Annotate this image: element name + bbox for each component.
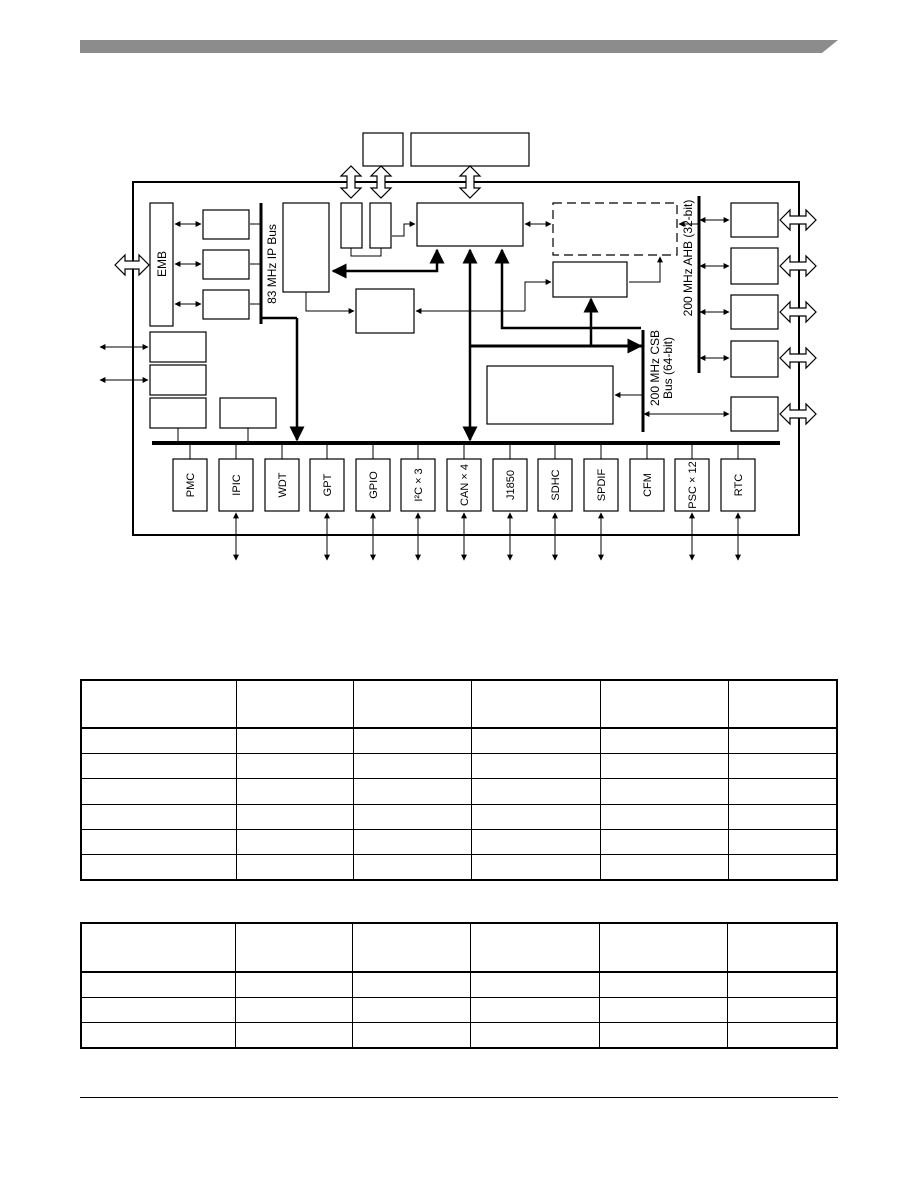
tall-blocks-join [350, 248, 382, 257]
periph-label-ipic: IPIC [231, 474, 243, 495]
left-io-block-2 [149, 364, 207, 396]
emb-block [149, 202, 174, 327]
core-to-center-link [305, 292, 355, 314]
table-row [80, 1022, 838, 1049]
right-double-arrow-3 [779, 300, 817, 324]
right-block-2 [730, 247, 779, 285]
periph-label-sdhc: SDHC [550, 469, 562, 500]
table-1-header-row [80, 679, 838, 730]
top-double-arrow-1 [339, 165, 363, 199]
mid-right-block [552, 261, 628, 298]
left-block-3 [202, 289, 250, 320]
periph-label-i2c: I²C × 3 [413, 468, 425, 501]
tall-block-2 [369, 202, 392, 249]
core-block [282, 202, 330, 293]
ip-bus-label: 83 MHz IP Bus [265, 224, 279, 304]
central-block [416, 202, 524, 247]
right-block-4 [730, 340, 779, 378]
table-row [80, 971, 838, 999]
csb-bus-label-1: 200 MHz CSB [648, 330, 662, 406]
mid-link-up [524, 279, 552, 311]
right-block-3 [730, 294, 779, 330]
header-bar-shape [80, 40, 838, 53]
table-2-header-row [80, 922, 838, 974]
core-to-central-thick [331, 248, 445, 279]
tall-to-central [392, 221, 416, 237]
table-row [80, 854, 838, 881]
table-row [80, 753, 838, 780]
memory-block [486, 365, 614, 425]
footer-rule [80, 1097, 838, 1098]
block-diagram: EMB 83 MHz IP Bus 200 MHz AHB (32-bit) 2… [99, 132, 817, 561]
table-row [80, 778, 838, 805]
dashed-block [552, 202, 678, 256]
left-block-1 [202, 209, 250, 240]
ahb-bus-label: 200 MHz AHB (32-bit) [681, 200, 695, 317]
periph-label-j1850: J1850 [505, 470, 517, 500]
left-block-2 [202, 249, 250, 280]
periph-label-can: CAN × 4 [459, 464, 471, 506]
emb-label: EMB [155, 251, 169, 277]
spec-table-1 [80, 679, 838, 881]
emb-double-arrow [114, 253, 150, 277]
periph-label-psc: PSC × 12 [687, 461, 699, 508]
right-double-arrow-4 [779, 346, 817, 370]
table-row [80, 727, 838, 755]
right-double-arrow-2 [779, 254, 817, 278]
periph-label-pmc: PMC [185, 473, 197, 498]
periph-label-rtc: RTC [733, 474, 745, 496]
right-block-1 [730, 202, 779, 238]
right-block-5 [730, 396, 779, 432]
right-double-arrow-5 [779, 402, 817, 426]
top-box-small [362, 132, 404, 167]
center-small-block [355, 288, 415, 334]
csb-bus-label-2: Bus (64-bit) [661, 337, 675, 399]
page-header-bar [80, 40, 838, 53]
tall-block-1 [340, 202, 363, 249]
table-row [80, 997, 838, 1024]
top-double-arrow-2 [369, 165, 393, 199]
top-double-arrow-3 [458, 165, 482, 199]
periph-label-cfm: CFM [642, 473, 654, 497]
central-to-csb [494, 248, 641, 330]
table-row [80, 803, 838, 830]
right-double-arrow-1 [779, 208, 817, 232]
periph-label-gpt: GPT [322, 473, 334, 496]
midright-to-dashed [629, 256, 663, 283]
periph-label-wdt: WDT [277, 472, 289, 497]
left-io-block-4 [219, 397, 277, 429]
left-io-block-1 [149, 331, 207, 363]
periph-label-spdif: SPDIF [596, 469, 608, 502]
spec-table-2 [80, 922, 838, 1049]
table-row [80, 828, 838, 856]
left-io-block-3 [149, 397, 207, 429]
top-box-wide [410, 132, 530, 167]
periph-label-gpio: GPIO [368, 471, 380, 499]
